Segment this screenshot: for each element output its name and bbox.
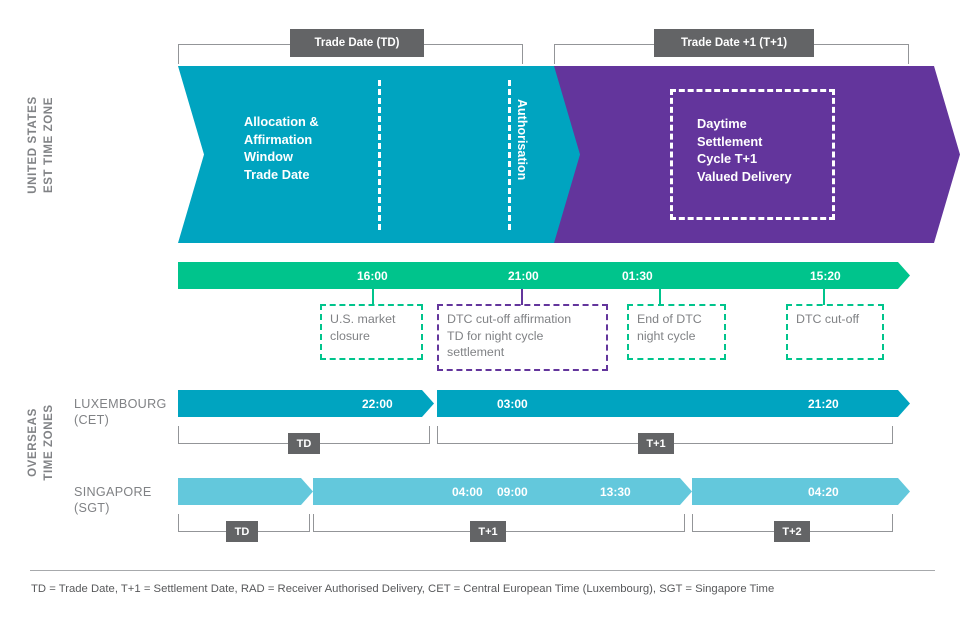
timeline-bar bbox=[178, 262, 910, 289]
callout-us-market-closure: U.S. market closure bbox=[320, 304, 423, 360]
section-label-united-states-line2: EST TIME ZONE bbox=[42, 45, 57, 245]
us-phase-divider-1 bbox=[378, 80, 381, 230]
callout-dtc-cutoff-affirmation: DTC cut-off affirmation TD for night cyc… bbox=[437, 304, 608, 371]
us-phase-settlement-text: Daytime Settlement Cycle T+1 Valued Deli… bbox=[697, 116, 792, 184]
timeline-time-0130: 01:30 bbox=[622, 269, 653, 283]
us-phase-allocation-text: Allocation & Affirmation Window Trade Da… bbox=[244, 114, 319, 182]
singapore-day-tag-td-label: TD bbox=[234, 525, 250, 538]
us-phase-authorisation-text: Authorisation bbox=[515, 99, 529, 181]
section-label-overseas-line2: TIME ZONES bbox=[43, 404, 55, 481]
singapore-day-tag-t1-label: T+1 bbox=[478, 525, 498, 538]
luxembourg-day-tag-td: TD bbox=[288, 433, 320, 454]
us-phase-settlement-highlight-box bbox=[670, 89, 835, 220]
tag-trade-date-plus-1-label: Trade Date +1 (T+1) bbox=[680, 37, 788, 49]
luxembourg-day-tag-td-label: TD bbox=[296, 437, 312, 450]
us-phase-allocation-bar bbox=[178, 66, 593, 243]
luxembourg-day-tag-t1-label: T+1 bbox=[646, 437, 666, 450]
section-label-line1: UNITED STATES bbox=[27, 96, 39, 194]
us-phase-divider-2 bbox=[508, 80, 511, 230]
footer-divider bbox=[30, 570, 935, 571]
callout-leader-3 bbox=[659, 289, 661, 305]
tag-trade-date: Trade Date (TD) bbox=[290, 29, 424, 57]
luxembourg-day-tag-t1: T+1 bbox=[638, 433, 674, 454]
singapore-time-0420: 04:20 bbox=[808, 485, 839, 499]
singapore-day-tag-td: TD bbox=[226, 521, 258, 542]
callout-leader-1 bbox=[372, 289, 374, 305]
singapore-bar-segment-td bbox=[178, 478, 313, 505]
region-name-luxembourg: LUXEMBOURG (CET) bbox=[74, 397, 167, 427]
section-label-united-states: UNITED STATES bbox=[26, 45, 41, 245]
luxembourg-time-2120: 21:20 bbox=[808, 397, 839, 411]
luxembourg-bar-segment-td bbox=[178, 390, 434, 417]
section-label-line2: EST TIME ZONE bbox=[43, 97, 55, 193]
singapore-time-0400: 04:00 bbox=[452, 485, 483, 499]
callout-end-of-dtc-night-cycle: End of DTC night cycle bbox=[627, 304, 726, 360]
tag-trade-date-label: Trade Date (TD) bbox=[314, 37, 400, 49]
section-label-overseas: OVERSEAS bbox=[26, 375, 41, 510]
timeline-time-1600: 16:00 bbox=[357, 269, 388, 283]
tag-trade-date-plus-1: Trade Date +1 (T+1) bbox=[654, 29, 814, 57]
singapore-day-tag-t2-label: T+2 bbox=[782, 525, 802, 538]
singapore-day-tag-t2: T+2 bbox=[774, 521, 810, 542]
singapore-bar-segment-t2 bbox=[692, 478, 910, 505]
footer-legend: TD = Trade Date, T+1 = Settlement Date, … bbox=[31, 583, 775, 595]
timeline-time-1520: 15:20 bbox=[810, 269, 841, 283]
luxembourg-time-2200: 22:00 bbox=[362, 397, 393, 411]
singapore-bar-segment-t1 bbox=[313, 478, 692, 505]
us-phase-settlement-bar bbox=[554, 66, 960, 243]
luxembourg-bar-segment-t1 bbox=[437, 390, 910, 417]
singapore-day-tag-t1: T+1 bbox=[470, 521, 506, 542]
section-label-overseas-line2: TIME ZONES bbox=[42, 375, 57, 510]
callout-dtc-cutoff: DTC cut-off bbox=[786, 304, 884, 360]
timeline-time-2100: 21:00 bbox=[508, 269, 539, 283]
callout-leader-4 bbox=[823, 289, 825, 305]
singapore-time-1330: 13:30 bbox=[600, 485, 631, 499]
callout-leader-2 bbox=[521, 289, 523, 305]
luxembourg-time-0300: 03:00 bbox=[497, 397, 528, 411]
singapore-time-0900: 09:00 bbox=[497, 485, 528, 499]
region-name-singapore: SINGAPORE (SGT) bbox=[74, 485, 152, 515]
section-label-overseas-line1: OVERSEAS bbox=[27, 408, 39, 477]
